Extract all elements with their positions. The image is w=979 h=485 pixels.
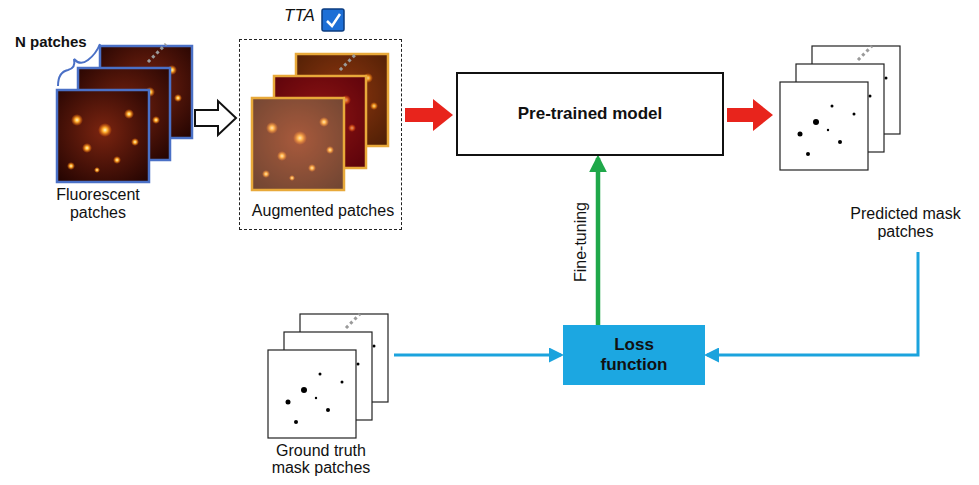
count-label: N patches	[15, 33, 105, 51]
box-label: Pre-trained model	[518, 104, 663, 124]
patch-image	[57, 90, 149, 182]
loss-box: Loss function	[563, 325, 705, 385]
stack-caption: Ground truth mask patches	[263, 442, 379, 476]
augmented-stack	[252, 54, 388, 190]
image-stack: Ground truth mask patches	[250, 310, 392, 480]
box-label: Loss function	[589, 335, 679, 375]
stack-caption: Augmented patches	[248, 202, 398, 220]
green-arrow	[596, 158, 601, 325]
predicted-mask-stack	[780, 46, 900, 170]
check-mark	[327, 14, 340, 26]
patch-border	[57, 90, 149, 182]
checkbox-icon	[322, 9, 344, 31]
image-stack: Augmented patches	[248, 52, 398, 228]
fluorescent-stack	[57, 44, 192, 182]
process-box: Pre-trained model	[456, 72, 724, 156]
image-stack: Predicted mask patches	[776, 40, 966, 248]
brace	[58, 44, 100, 86]
blue-arrow	[707, 252, 918, 355]
hollow-arrow	[195, 101, 236, 135]
image-stack: N patchesFluorescent patches	[12, 28, 192, 233]
patch-border	[252, 98, 344, 190]
red-arrow	[405, 99, 453, 131]
stack-caption: Predicted mask patches	[848, 205, 963, 241]
tta-label: TTA	[284, 6, 324, 26]
more-dots	[340, 54, 356, 70]
checkbox-box	[322, 9, 344, 31]
mask-patch	[268, 350, 356, 438]
mask-patch	[780, 82, 868, 170]
mask-border	[780, 82, 868, 170]
red-arrow	[727, 99, 773, 131]
patch-image	[252, 98, 344, 190]
more-dots	[148, 44, 166, 62]
mask-border	[268, 350, 356, 438]
tta-group-box: TTAAugmented patches	[239, 39, 402, 230]
blue-arrow	[394, 354, 561, 357]
more-dots	[858, 46, 872, 60]
stack-caption: Fluorescent patches	[43, 186, 153, 222]
ground-truth-stack	[268, 314, 388, 438]
more-dots	[346, 314, 360, 328]
edge-label: Fine-tuning	[572, 201, 590, 281]
